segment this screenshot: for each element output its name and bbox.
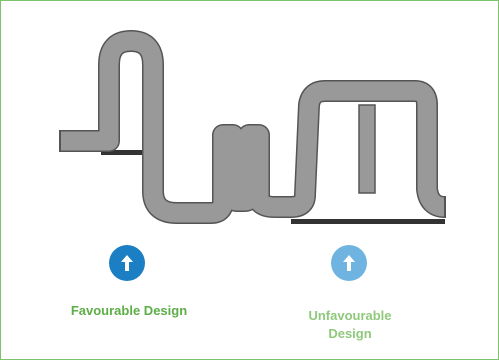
unfavourable-label: Unfavourable Design [291,307,409,343]
favourable-label: Favourable Design [41,302,217,320]
pipe-right-cap [444,196,446,218]
unfavourable-label-line2: Design [291,325,409,343]
pipe-left-cap [59,130,61,152]
pipe-fill [59,41,445,213]
unfavourable-arrow-badge [331,245,367,281]
pipe-inner-slot [359,105,375,193]
baseline-right [291,219,445,224]
unfavourable-label-line1: Unfavourable [291,307,409,325]
up-arrow-icon [119,254,135,272]
up-arrow-icon [341,254,357,272]
pipe-diagram [1,1,498,241]
favourable-arrow-badge [109,245,145,281]
